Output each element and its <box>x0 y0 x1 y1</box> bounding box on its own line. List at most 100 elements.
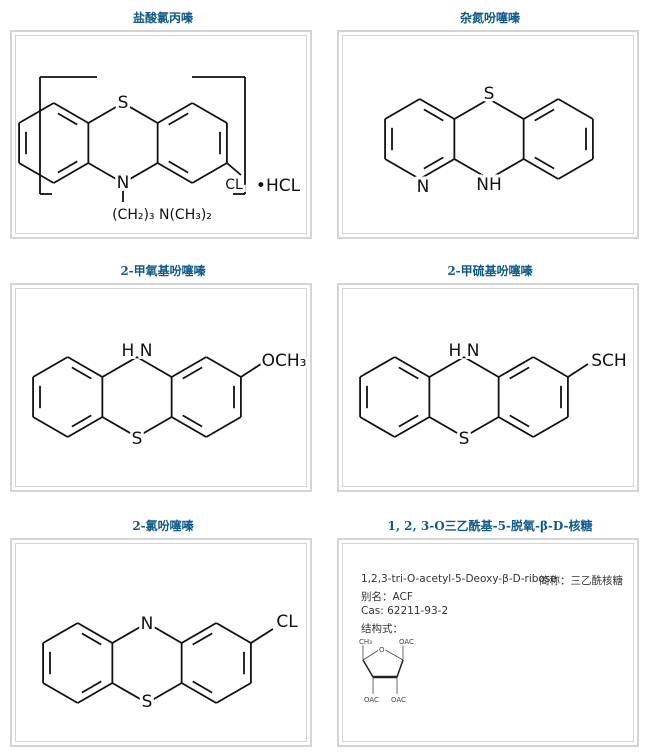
bond <box>523 98 559 120</box>
atom-cl: CL <box>225 177 243 193</box>
group-oac: OAC <box>364 696 379 704</box>
molecule-diagram: S NH N <box>384 81 594 200</box>
bond <box>18 162 55 184</box>
bond <box>557 158 594 180</box>
title-triacetyl-deoxyribose: 1, 2, 3-O三乙酰基-5-脱氧-β-D-核糖 <box>387 519 593 533</box>
atom-nh: NH <box>476 175 502 195</box>
bond <box>168 160 189 174</box>
bond <box>81 632 102 646</box>
bond <box>398 414 419 428</box>
molecule-diagram: S N CL (CH₂)₃ N(CH₃)₂ •HCL <box>18 76 304 226</box>
bond <box>42 622 79 644</box>
atom-n: N <box>417 177 430 197</box>
structure-methoxyphenothiazine: H N S OCH₃ <box>10 283 312 492</box>
bond <box>191 102 228 124</box>
bond <box>67 416 103 438</box>
ring-oxygen: O <box>379 646 385 654</box>
atom-nh: H N <box>449 341 480 361</box>
title-chlorophenothiazine: 2-氯吩噻嗪 <box>132 519 194 533</box>
bond <box>394 416 430 438</box>
bond <box>171 356 207 378</box>
hcl-label: •HCL <box>256 176 301 196</box>
atom-nh: H N <box>122 341 153 361</box>
bond <box>509 414 530 428</box>
bond <box>192 632 213 646</box>
bond <box>463 416 500 438</box>
bond <box>146 622 183 644</box>
group-oac: OAC <box>391 696 406 704</box>
bond <box>57 160 78 174</box>
bond <box>136 416 173 438</box>
bond <box>71 366 92 380</box>
compound-english-name: 1,2,3-tri-O-acetyl-5-Deoxy-β-D-ribose <box>361 573 557 585</box>
bond <box>71 414 92 428</box>
bond <box>488 98 525 120</box>
bond <box>81 680 102 694</box>
bond <box>181 682 217 704</box>
bond <box>53 162 89 184</box>
bond <box>532 416 569 438</box>
structure-chlorophenothiazine: N S CL <box>10 538 312 747</box>
bond <box>428 416 465 438</box>
bond <box>523 158 559 180</box>
bond <box>498 416 534 438</box>
bond <box>122 102 159 124</box>
bond <box>157 162 193 184</box>
bond <box>181 622 217 644</box>
bond <box>101 356 138 378</box>
bond <box>87 102 124 124</box>
bond <box>67 356 103 378</box>
atom-s: S <box>484 84 495 104</box>
side-chain-label: (CH₂)₃ N(CH₃)₂ <box>112 207 212 223</box>
bond <box>205 356 242 378</box>
atom-n: N <box>141 614 154 634</box>
atom-s: S <box>142 692 153 712</box>
bond <box>557 98 594 120</box>
bond <box>463 356 500 378</box>
group-oac: OAC <box>399 638 414 646</box>
title-azaphenothiazine: 杂氮吩噻嗪 <box>459 11 520 25</box>
bond <box>567 363 589 378</box>
bond <box>122 162 159 184</box>
bond <box>498 356 534 378</box>
furanose-diagram: CH₃ O OAC OAC OAC <box>358 637 416 706</box>
structure-azaphenothiazine: S NH N <box>337 30 639 239</box>
atom-s: S <box>132 429 143 449</box>
substituent-och3: OCH₃ <box>262 351 307 371</box>
bond <box>384 98 421 120</box>
bond <box>32 416 69 438</box>
bond <box>57 112 78 126</box>
bond <box>226 162 242 176</box>
bond <box>423 156 444 170</box>
bond <box>18 102 55 124</box>
bond <box>509 366 530 380</box>
bond <box>398 366 419 380</box>
bond <box>428 356 465 378</box>
atom-cl: CL <box>276 612 298 632</box>
bond <box>205 416 242 438</box>
bond <box>77 622 113 644</box>
bond <box>419 98 455 120</box>
bond <box>534 156 555 170</box>
compound-abbreviation: 简称：三乙酰核糖 <box>539 575 623 587</box>
bond <box>111 622 148 644</box>
bond <box>215 622 252 644</box>
molecule-diagram: N S CL <box>42 609 301 715</box>
bond <box>534 108 555 122</box>
bond <box>394 356 430 378</box>
structure-triacetyl-deoxyribose: 1,2,3-tri-O-acetyl-5-Deoxy-β-D-ribose 简称… <box>337 538 639 747</box>
substituent-sch: SCH <box>591 351 626 371</box>
bond <box>171 416 207 438</box>
title-methoxyphenothiazine: 2-甲氧基吩噻嗪 <box>120 264 206 278</box>
bond <box>168 112 189 126</box>
bond <box>532 356 569 378</box>
bond <box>101 416 138 438</box>
bond <box>453 158 490 180</box>
bond <box>157 102 193 124</box>
bond <box>32 356 69 378</box>
bond <box>488 158 525 180</box>
bond <box>250 628 274 644</box>
bond <box>87 162 124 184</box>
atom-s: S <box>459 429 470 449</box>
